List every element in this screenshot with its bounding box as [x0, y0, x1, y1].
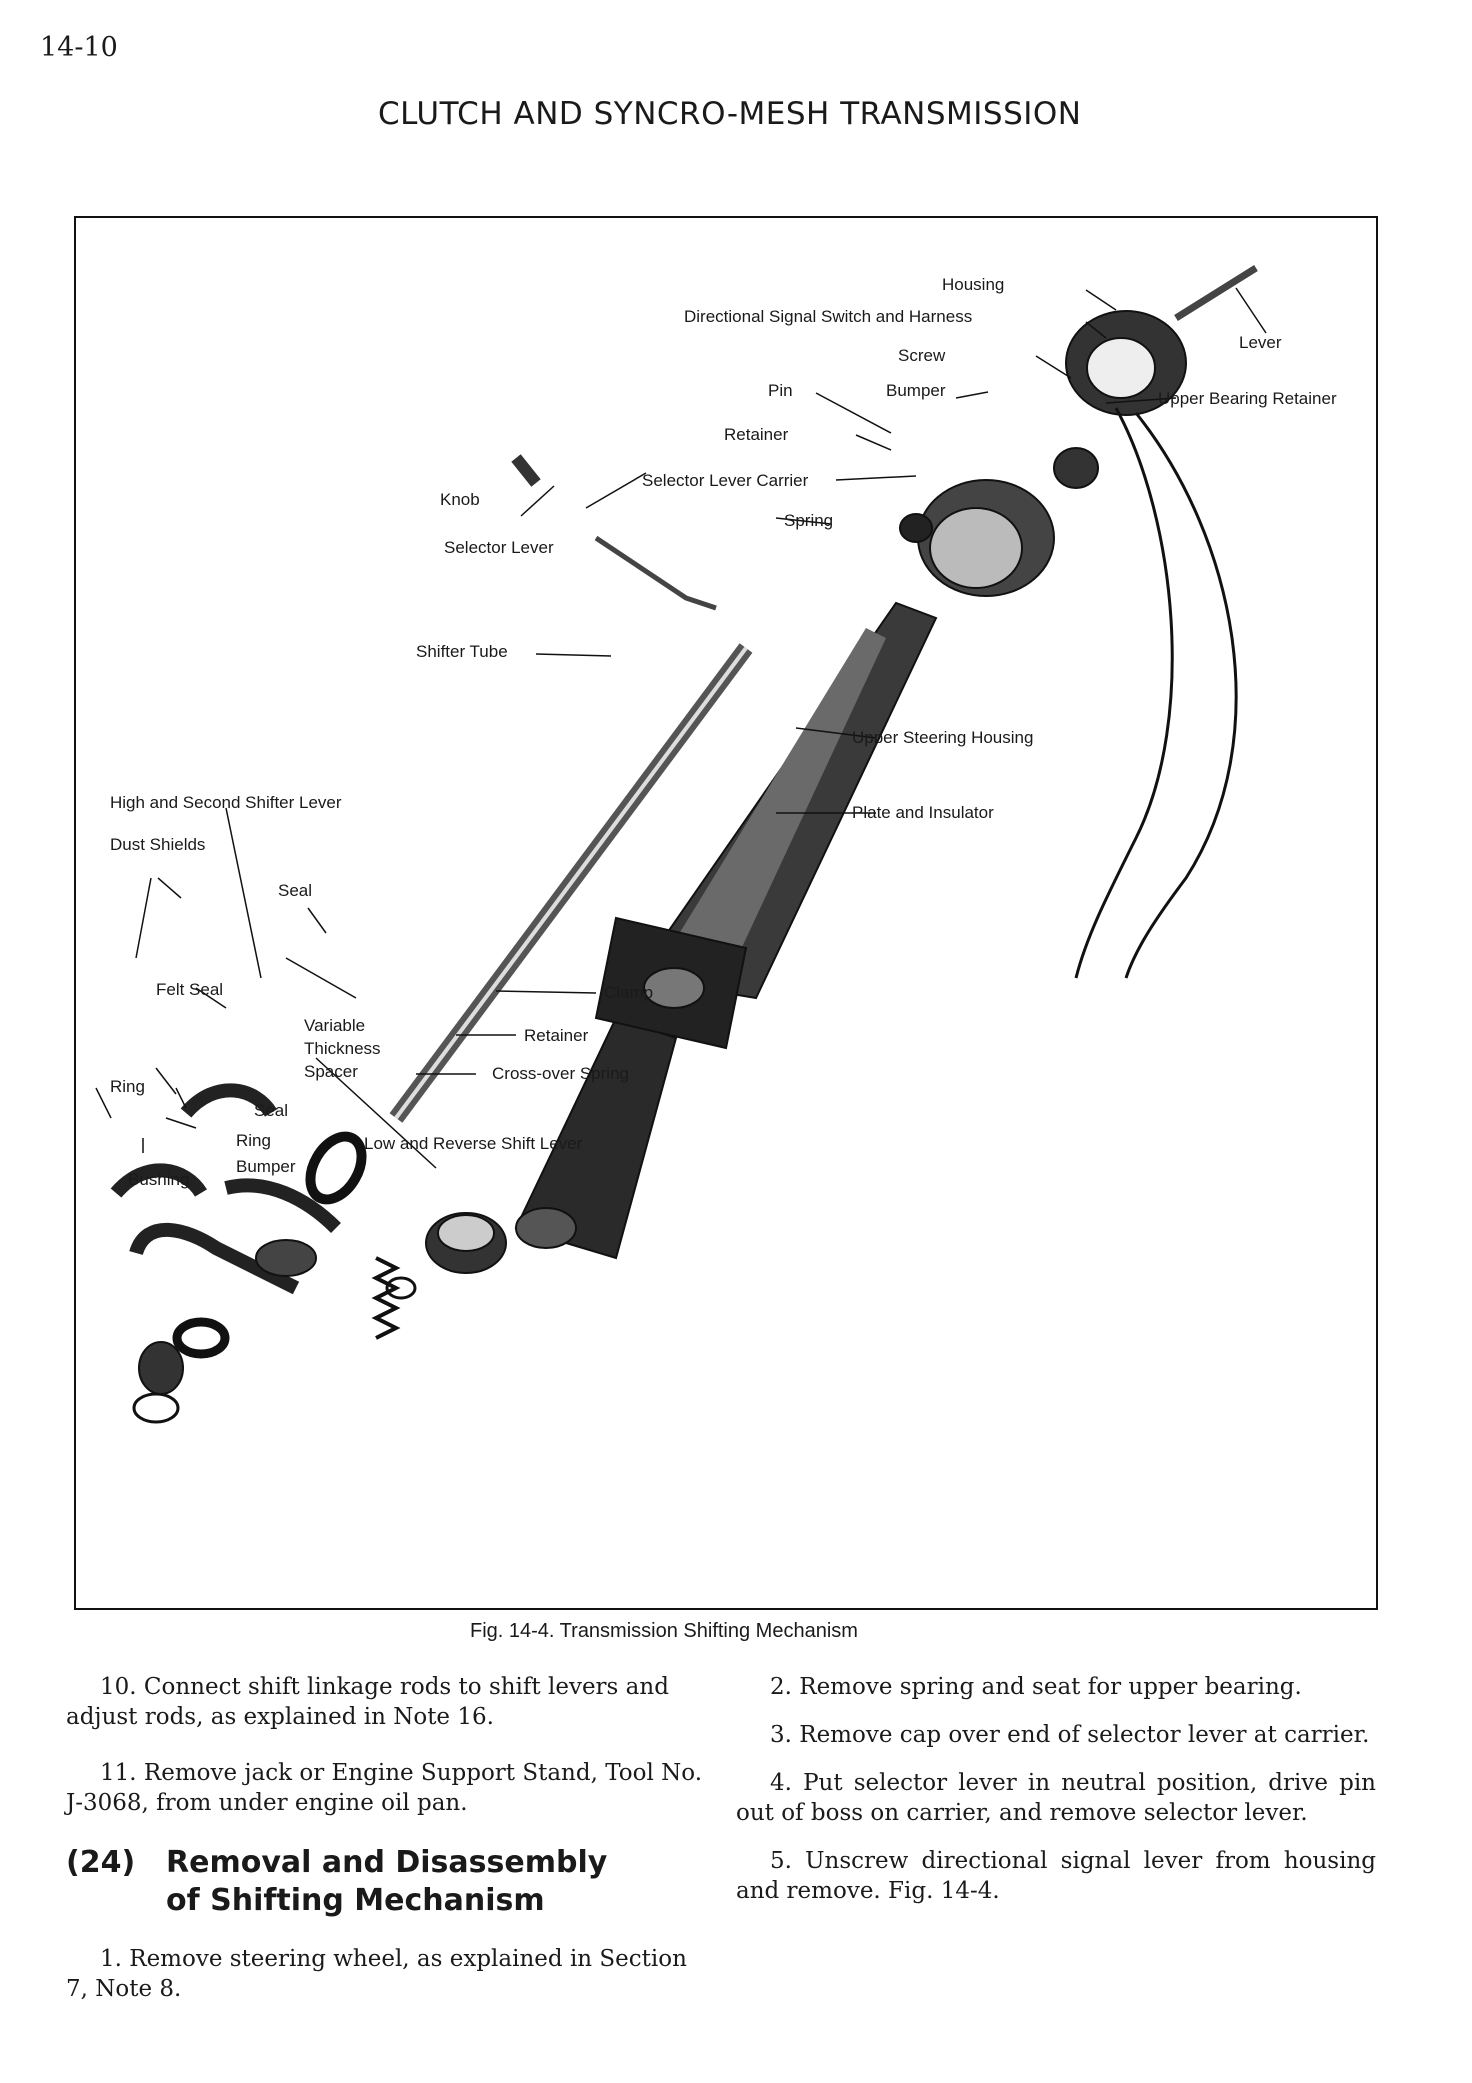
page-number: 14-10 — [40, 32, 118, 63]
label-crossover-spring: Cross-over Spring — [492, 1064, 629, 1083]
label-selector-lever-carrier: Selector Lever Carrier — [642, 471, 809, 490]
section-title-line-2: of Shifting Mechanism — [166, 1883, 545, 1918]
label-ring-left: Ring — [110, 1077, 145, 1096]
label-bushing: Bushing — [128, 1170, 189, 1189]
dust-shield-lower — [110, 1163, 207, 1198]
dust-shield-upper — [180, 1083, 277, 1118]
label-dust-shields: Dust Shields — [110, 835, 205, 854]
paragraph-11: 11. Remove jack or Engine Support Stand,… — [66, 1760, 703, 1816]
label-low-reverse-lever: Low and Reverse Shift Lever — [364, 1134, 583, 1153]
label-spring: Spring — [784, 511, 833, 530]
label-clamp: Clamp — [604, 983, 653, 1002]
retainer-bottom-part — [385, 1276, 417, 1300]
section-number: (24) — [66, 1845, 136, 1880]
label-thickness: Thickness — [304, 1039, 381, 1058]
paragraph-2: 2. Remove spring and seat for upper bear… — [770, 1674, 1302, 1700]
lever-part — [1174, 265, 1258, 321]
bushing-part — [138, 1341, 184, 1395]
label-shifter-tube: Shifter Tube — [416, 642, 508, 661]
label-plate-insulator: Plate and Insulator — [852, 803, 994, 822]
paragraph-5: 5. Unscrew directional signal lever from… — [736, 1848, 1376, 1904]
label-signal-switch: Directional Signal Switch and Harness — [684, 307, 972, 326]
paragraph-3: 3. Remove cap over end of selector lever… — [770, 1722, 1370, 1748]
label-lever: Lever — [1239, 333, 1282, 352]
upper-bearing-retainer-part — [1053, 447, 1099, 489]
seal-bottom-part — [172, 1317, 230, 1359]
selector-lever-part — [594, 535, 717, 611]
felt-seal-part — [255, 1239, 317, 1277]
paragraph-4: 4. Put selector lever in neutral positio… — [736, 1770, 1376, 1826]
crossover-spring-part — [371, 1256, 401, 1340]
column-end-part — [515, 1207, 577, 1249]
lower-column-part — [514, 1016, 678, 1260]
label-retainer-bottom: Retainer — [524, 1026, 589, 1045]
right-column: 2. Remove spring and seat for upper bear… — [736, 1672, 1376, 1924]
retainer-top-part — [899, 513, 933, 543]
ring-part — [132, 1392, 180, 1424]
label-bumper-top: Bumper — [886, 381, 946, 400]
label-upper-bearing-retainer: Upper Bearing Retainer — [1158, 389, 1337, 408]
section-heading: (24) Removal and Disassembly of Shifting … — [66, 1844, 706, 1920]
label-ring-bottom: Ring — [236, 1131, 271, 1150]
label-selector-lever: Selector Lever — [444, 538, 554, 557]
label-bumper-bottom: Bumper — [236, 1157, 296, 1176]
paragraph-10: 10. Connect shift linkage rods to shift … — [66, 1674, 669, 1730]
section-title-line-1: Removal and Disassembly — [166, 1845, 608, 1880]
label-screw: Screw — [898, 346, 946, 365]
paragraph-1: 1. Remove steering wheel, as explained i… — [66, 1946, 687, 2002]
harness-wire — [1074, 407, 1174, 979]
figure-caption: Fig. 14-4. Transmission Shifting Mechani… — [470, 1620, 858, 1642]
seal-top-part — [305, 1131, 367, 1205]
label-seal-top: Seal — [278, 881, 312, 900]
label-seal-bottom: Seal — [254, 1101, 288, 1120]
left-column: 10. Connect shift linkage rods to shift … — [66, 1672, 706, 2030]
knob-part — [511, 454, 541, 487]
page-header: CLUTCH AND SYNCRO-MESH TRANSMISSION — [378, 96, 1082, 132]
shifting-mechanism-illustration: Housing Directional Signal Switch and Ha… — [95, 265, 1337, 1424]
label-housing: Housing — [942, 275, 1004, 294]
label-knob: Knob — [440, 490, 480, 509]
label-retainer-top: Retainer — [724, 425, 789, 444]
high-second-lever-part — [224, 1178, 341, 1233]
figure-frame: Housing Directional Signal Switch and Ha… — [74, 216, 1378, 1610]
label-pin: Pin — [768, 381, 793, 400]
label-upper-steering-housing: Upper Steering Housing — [852, 728, 1033, 747]
label-high-second-lever: High and Second Shifter Lever — [110, 793, 342, 812]
label-variable: Variable — [304, 1016, 365, 1035]
label-felt-seal: Felt Seal — [156, 980, 223, 999]
label-spacer: Spacer — [304, 1062, 358, 1081]
low-reverse-lever-part — [129, 1222, 300, 1295]
